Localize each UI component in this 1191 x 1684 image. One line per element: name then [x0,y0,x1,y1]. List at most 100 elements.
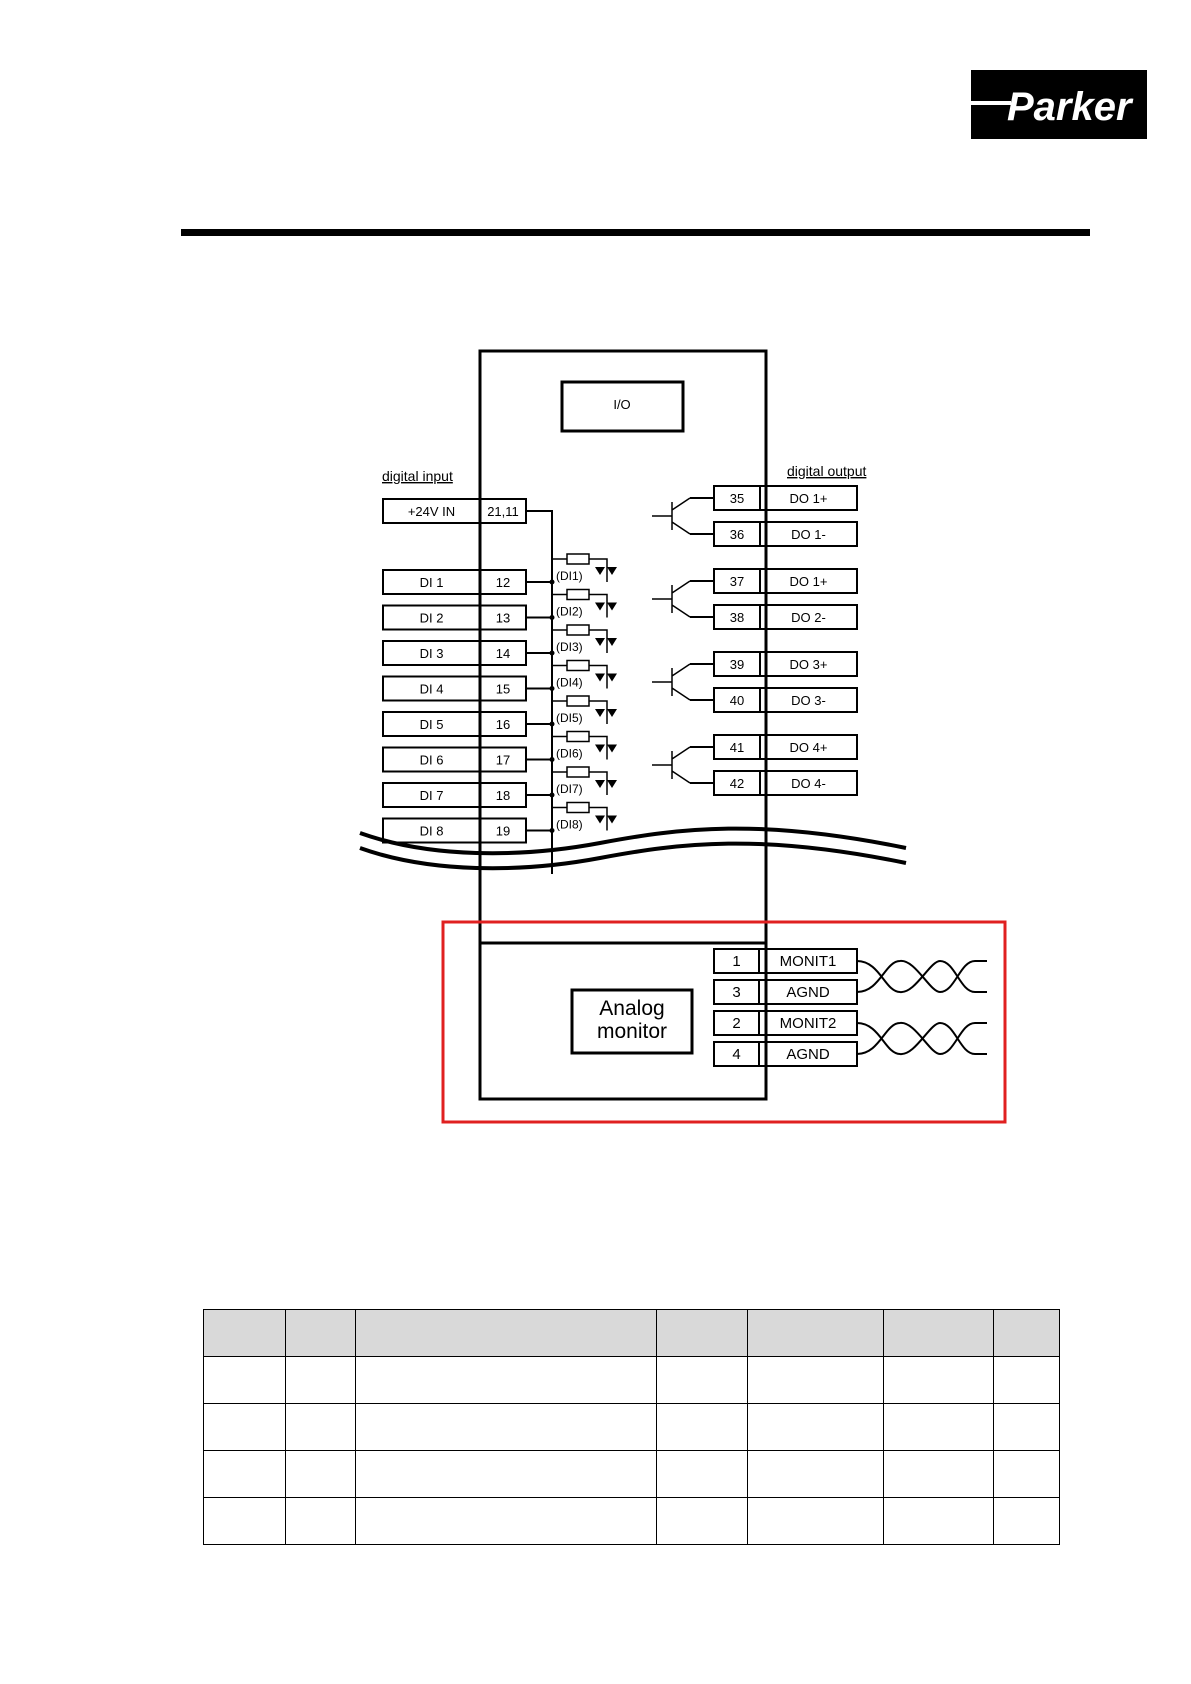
output-terminal-42-7-pin-text: DO 4- [791,776,826,791]
pin-table-head [203,1309,1060,1357]
input-terminal-5-pin-text: 16 [496,717,510,732]
input-terminal-1-label-text: DI 1 [420,575,444,590]
table-cell [203,1403,286,1451]
pin-table-body [203,1356,1060,1545]
output-transistor-3 [652,663,691,701]
parker-logo: Parker [971,70,1147,139]
led-pair-1 [595,567,617,575]
input-terminal-1-pin-text: 12 [496,575,510,590]
table-cell [355,1403,657,1451]
input-terminal-2-pin-text: 13 [496,611,510,626]
input-terminal-7-label-text: DI 7 [420,788,444,803]
input-terminal-8-label-text: DI 8 [420,824,444,839]
output-terminal-38-3-label-text: 38 [730,610,744,625]
table-row [203,1497,1060,1545]
analog-terminal-2-label-text: 2 [732,1015,740,1032]
resistor-lead-8 [552,806,608,831]
table-cell [203,1450,286,1498]
led-pair-5 [595,709,617,717]
supply-terminal-label-text: +24V IN [408,504,455,519]
output-transistor-2 [652,580,691,618]
pin-table [203,1309,1060,1545]
junction-dot-2 [549,615,555,620]
output-terminal-40-5-label-text: 40 [730,693,744,708]
input-terminal-5-label-text: DI 5 [420,717,444,732]
resistor-lead-7 [552,771,608,795]
input-terminal-6-label-text: DI 6 [420,753,444,768]
junction-dot-1 [549,579,555,585]
input-tag-2: (DI2) [556,605,583,619]
analog-terminal-2-pin-text: MONIT2 [780,1015,837,1032]
table-header-cell [656,1309,748,1357]
led-pair-2 [595,602,617,611]
table-cell [747,1450,884,1498]
resistor-lead-6 [552,735,608,760]
junction-dot-5 [549,721,555,727]
output-terminal-38-3-pin-text: DO 2- [791,610,826,625]
table-cell [883,1403,994,1451]
analog-terminal-4-pin-text: AGND [786,1046,830,1063]
table-cell [355,1356,657,1404]
table-cell [993,1356,1060,1404]
io-label-box [560,380,685,433]
input-terminal-6-pin-text: 17 [496,753,510,768]
table-header-cell [993,1309,1060,1357]
resistor-1 [566,553,590,565]
output-terminal-38-3-pin-box [759,604,858,630]
input-terminal-8-pin-text: 19 [496,824,510,839]
output-terminal-40-5-pin-text: DO 3- [791,693,826,708]
junction-dot-4 [549,686,555,691]
output-transistor-4 [652,746,691,784]
output-terminal-36-1-label-text: 36 [730,527,744,542]
junction-dot-6 [549,757,555,762]
output-terminal-42-7-label-text: 42 [730,776,744,791]
input-tag-5: (DI5) [556,711,583,725]
table-header-cell [285,1309,356,1357]
output-terminal-35-0-pin-text: DO 1+ [790,491,828,506]
resistor-lead-3 [552,629,608,653]
table-cell [203,1356,286,1404]
resistor-6 [566,730,590,743]
supply-terminal-pin-text: 21,11 [487,504,519,519]
output-terminal-39-4-pin-box [759,651,858,677]
twisted-pair-1 [856,960,987,993]
input-tag-7: (DI7) [556,782,583,796]
resistor-3 [566,624,590,636]
input-terminal-2-label-text: DI 2 [420,611,444,626]
led-pair-3 [595,638,617,646]
io-block-label: I/O [613,397,630,412]
io-housing [478,349,768,1101]
output-terminal-36-1-pin-box [759,521,858,547]
output-terminal-41-6-label-text: 41 [730,740,744,755]
table-cell [747,1356,884,1404]
output-transistor-1 [652,497,691,535]
output-terminal-35-0-pin-box [759,485,858,511]
input-tag-8: (DI8) [556,818,583,832]
analog-terminal-3-pin-text: AGND [786,984,830,1001]
output-terminal-35-0-label-text: 35 [730,491,744,506]
table-header-cell [883,1309,994,1357]
table-row [203,1356,1060,1404]
input-tag-3: (DI3) [556,640,583,654]
table-row [203,1450,1060,1498]
table-header-cell [747,1309,884,1357]
analog-label-line1: Analog [599,997,664,1020]
supply-bus [526,510,553,874]
table-cell [285,1356,356,1404]
twisted-pair-2 [856,1022,987,1055]
table-header-cell [355,1309,657,1357]
input-terminal-7-pin-text: 18 [496,788,510,803]
digital-output-label: digital output [787,463,867,479]
input-terminal-3-pin-text: 14 [496,646,510,661]
table-cell [747,1403,884,1451]
resistor-lead-1 [552,558,608,582]
table-cell [993,1403,1060,1451]
table-header-cell [203,1309,286,1357]
led-pair-4 [595,673,617,682]
output-terminal-39-4-label-text: 39 [730,657,744,672]
table-cell [656,1450,748,1498]
led-pair-8 [595,815,617,824]
junction-dot-3 [549,650,555,656]
output-terminal-41-6-pin-text: DO 4+ [790,740,828,755]
